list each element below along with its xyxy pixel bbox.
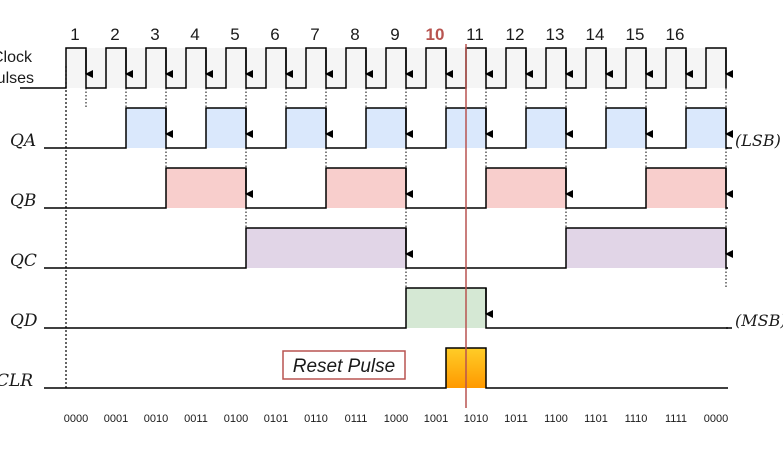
signal-high-fill [286, 108, 326, 148]
state-value: 1001 [424, 413, 448, 425]
state-value: 0101 [264, 413, 288, 425]
guide-lines [65, 66, 727, 388]
state-value: 1000 [384, 413, 408, 425]
signal-high-fill [366, 168, 406, 208]
signal-labels: QA (LSB) QB QC QD (MSB) CLR [0, 131, 783, 391]
clock-pulse-number: 1 [70, 25, 79, 44]
clock-pulse-number: 15 [626, 25, 645, 44]
signal-high-fill [406, 288, 446, 328]
signal-high-fill [566, 228, 606, 268]
state-value: 0000 [64, 413, 88, 425]
signal-high-fill [286, 228, 326, 268]
signal-label: QD [10, 311, 38, 331]
state-value: 0010 [144, 413, 168, 425]
clock-label-line1: Clock [0, 49, 33, 66]
clock-pulse-number: 12 [506, 25, 525, 44]
signal-high-fill [686, 228, 726, 268]
clock-pulse-number: 13 [546, 25, 565, 44]
signal-high-fill [366, 228, 406, 268]
state-value: 1011 [504, 413, 528, 425]
clock-pulse-number: 4 [190, 25, 199, 44]
reset-pulse-label: Reset Pulse [293, 356, 395, 377]
clock-pulse-number: 11 [466, 25, 484, 44]
signal-high-fill [646, 168, 686, 208]
signal-high-fill [326, 168, 366, 208]
state-value: 1101 [584, 413, 608, 425]
signal-high-fill [166, 168, 206, 208]
signal-label: CLR [0, 371, 33, 391]
clock-pulse-number: 8 [350, 25, 359, 44]
clock-pulse-number: 14 [586, 25, 605, 44]
signal-label: QB [10, 191, 36, 211]
state-value: 1010 [464, 413, 488, 425]
signal-high-fill [366, 108, 406, 148]
clock-pulse-number: 2 [110, 25, 119, 44]
reset-pulse-box [282, 350, 406, 380]
signal-high-fill [526, 108, 566, 148]
state-values: 0000 0001 0010 0011 0100 0101 0110 0111 1000 1001… [64, 413, 728, 425]
state-value: 1111 [665, 413, 687, 425]
clock-pulse-number: 3 [150, 25, 159, 44]
clock-pulse-number: 5 [230, 25, 239, 44]
signal-side-note: (LSB) [735, 131, 781, 150]
state-value: 0111 [345, 413, 368, 425]
signal-high-fill [206, 108, 246, 148]
state-value: 0011 [184, 413, 208, 425]
signal-high-fill [326, 228, 366, 268]
signal-high-fill [126, 108, 166, 148]
state-value: 0110 [304, 413, 328, 425]
clock-band [66, 48, 726, 88]
clock-label-line2: Pulses [0, 70, 34, 87]
signal-high-fill [686, 168, 726, 208]
signal-high-fill [606, 108, 646, 148]
clock-pulse-number: 10 [426, 25, 445, 44]
state-value: 1110 [625, 413, 648, 425]
signal-line [44, 167, 728, 209]
clock-pulse-number: 7 [310, 25, 319, 44]
signal-waveforms [44, 107, 733, 389]
state-value: 0100 [224, 413, 248, 425]
state-value: 0000 [704, 413, 728, 425]
state-value: 0001 [104, 413, 128, 425]
clock-pulse-number: 9 [390, 25, 399, 44]
signal-high-fill [646, 228, 686, 268]
clock-pulse-number: 6 [270, 25, 279, 44]
signal-label: QA [10, 131, 36, 151]
signal-high-fill [686, 108, 726, 148]
signal-high-fill [526, 168, 566, 208]
state-value: 1100 [544, 413, 568, 425]
clock-pulse-number: 16 [666, 25, 685, 44]
signal-high-fill [246, 228, 286, 268]
signal-high-fill [606, 228, 646, 268]
signal-high-fill [206, 168, 246, 208]
signal-high-fill [486, 168, 526, 208]
signal-line [44, 287, 728, 329]
signal-side-note: (MSB) [735, 311, 783, 330]
signal-label: QC [10, 251, 37, 271]
